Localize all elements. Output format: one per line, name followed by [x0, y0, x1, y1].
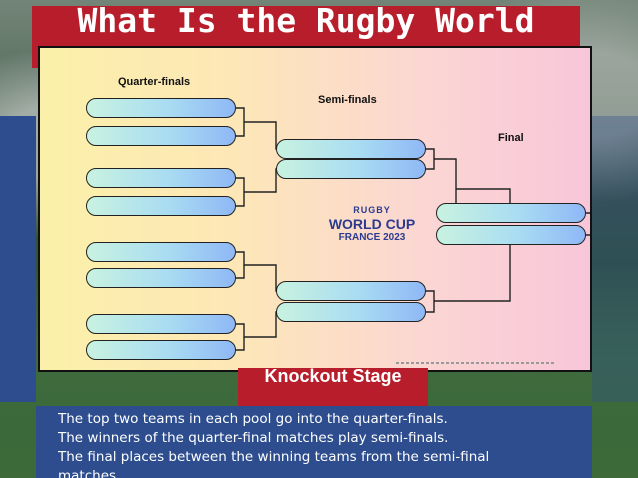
final-slot[interactable] — [436, 203, 586, 223]
info-text: The top two teams in each pool go into t… — [58, 410, 558, 478]
quarter-final-slot[interactable] — [86, 268, 236, 288]
quarter-final-slot[interactable] — [86, 314, 236, 334]
semi-final-slot[interactable] — [276, 302, 426, 322]
quarter-final-slot[interactable] — [86, 242, 236, 262]
quarter-final-slot[interactable] — [86, 126, 236, 146]
rugby-world-cup-logo: RUGBY WORLD CUP FRANCE 2023 — [302, 204, 442, 244]
semi-final-slot[interactable] — [276, 139, 426, 159]
logo-line-rugby: RUGBY — [353, 205, 391, 215]
quarter-final-slot[interactable] — [86, 98, 236, 118]
knockout-bracket: Quarter-finals Semi-finals Final RUGBY W… — [38, 46, 592, 372]
knockout-stage-box — [238, 368, 428, 406]
final-label: Final — [498, 132, 524, 144]
quarter-final-slot[interactable] — [86, 196, 236, 216]
info-line: The top two teams in each pool go into t… — [58, 411, 448, 427]
quarter-final-slot[interactable] — [86, 340, 236, 360]
semi-final-slot[interactable] — [276, 281, 426, 301]
info-line: The winners of the quarter-final matches… — [58, 430, 449, 446]
quarter-finals-label: Quarter-finals — [118, 76, 191, 88]
quarter-final-slot[interactable] — [86, 168, 236, 188]
semi-finals-label: Semi-finals — [318, 94, 377, 106]
info-line: matches. — [58, 468, 121, 478]
semi-final-slot[interactable] — [276, 159, 426, 179]
knockout-stage-label: Knockout Stage — [264, 366, 402, 386]
fine-print — [396, 362, 556, 364]
info-line: The final places between the winning tea… — [58, 449, 490, 465]
info-panel — [36, 406, 592, 478]
logo-line-world-cup: WORLD CUP — [328, 216, 416, 232]
right-blue-edge — [592, 116, 638, 402]
final-slot[interactable] — [436, 225, 586, 245]
logo-line-france-2023: FRANCE 2023 — [338, 232, 406, 243]
left-blue-edge — [0, 116, 36, 402]
